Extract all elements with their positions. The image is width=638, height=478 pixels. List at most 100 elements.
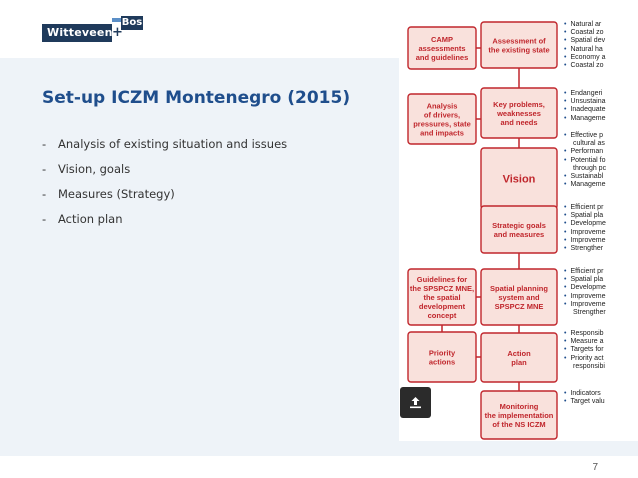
slide-title: Set-up ICZM Montenegro (2015) [42,88,351,108]
side-list-item: responsibi [573,362,605,370]
diagram-box-label: plan [511,358,527,367]
diagram-box-label: development [419,302,466,311]
diagram-box-label: and impacts [420,129,464,138]
side-list-item: Spatial pla [564,276,606,284]
page-number: 7 [592,462,598,473]
diagram-box-label: of the NS ICZM [492,420,545,429]
side-list-strategic: Efficient prSpatial plaDevelopmeImprovem… [564,204,606,253]
side-list-spatial: Efficient prSpatial plaDevelopmeImprovem… [564,268,606,317]
side-list-item: Strengther [573,309,606,317]
side-list-item: Efficient pr [564,268,606,276]
side-list-item: Inadequate [564,106,605,114]
side-list-item: Natural ar [564,21,605,29]
side-list-item: Unsustaina [564,98,606,106]
bullet-item: -Vision, goals [42,162,131,176]
process-step-box [480,390,558,440]
side-list-item: Responsib [564,330,605,338]
side-list-item: Target valu [564,398,604,406]
diagram-box-label: Strategic goals [492,221,546,230]
upload-icon [410,397,421,409]
diagram-box-label: SPSPCZ MNE [495,302,544,311]
diagram-box-label: concept [428,311,457,320]
input-box [407,268,477,326]
process-step-box [480,87,558,139]
side-list-item: Endangeri [564,90,606,98]
diagram-box-label: Spatial planning [490,284,548,293]
side-list-item: Improveme [564,229,606,237]
bullet-item: -Action plan [42,212,123,226]
diagram-box-label: Assessment of [492,37,546,46]
input-box [407,26,477,70]
side-list-item: Strengther [564,245,606,253]
side-list-item: Coastal zo [564,62,605,70]
process-step-box [480,205,558,254]
side-list-item: Performan [564,148,606,156]
process-step-box [480,268,558,326]
diagram-box-label: and measures [494,230,544,239]
logo-bos-text: Bos [121,16,143,30]
input-box [407,331,477,383]
side-list-item: through pc [573,164,607,172]
side-list-item: Developme [564,220,605,228]
diagram-box-label: and guidelines [416,53,469,62]
side-list-item: Indicators [564,390,605,398]
diagram-box-label: Monitoring [500,402,539,411]
logo-flag-shape [112,18,121,22]
bullet-item: -Analysis of existing situation and issu… [42,137,288,151]
side-list-item: Effective p [564,132,606,140]
side-list-problems: EndangeriUnsustainaInadequateManageme [564,90,606,123]
side-list-item: Developme [564,284,605,292]
diagram-box-label: Key problems, [493,100,545,109]
diagram-box-label: the existing state [488,46,549,55]
diagram-box-label: Action [507,349,531,358]
process-step-box [480,332,558,383]
side-list-item: Improveme [564,237,606,245]
side-list-item: Manageme [564,115,606,123]
diagram-box-label: Guidelines for [417,275,468,284]
side-list-item: Improveme [564,293,606,301]
diagram-box-label: the SPSPCZ MNE, [410,284,474,293]
side-list-item: Potential fo [564,157,606,165]
input-box [407,93,477,145]
side-list-monitoring: IndicatorsTarget valu [564,390,605,406]
logo-plus: + [112,25,123,40]
diagram-box-label: the implementation [485,411,554,420]
side-list-item: Economy a [564,54,605,62]
bullet-item: -Measures (Strategy) [42,187,175,201]
side-list-item: Improveme [564,301,606,309]
side-list-item: Measure a [564,338,605,346]
diagram-box-label: system and [498,293,540,302]
side-list-item: Natural ha [564,46,605,54]
side-list-item: Priority act [564,355,605,363]
diagram-box-label: Vision [503,174,536,186]
diagram-box-label: the spatial [423,293,460,302]
diagram-box-label: actions [429,358,455,367]
diagram-box-label: assessments [418,44,465,53]
side-list-assessment: Natural arCoastal zoSpatial devNatural h… [564,21,605,70]
logo-main-text: Witteveen [42,24,112,42]
diagram-box-label: weaknesses [496,109,541,118]
side-list-item: Spatial pla [564,212,606,220]
bullet-list: -Analysis of existing situation and issu… [42,136,287,236]
side-list-item: Sustainabl [564,173,606,181]
diagram-box-label: CAMP [431,35,453,44]
diagram-box-label: pressures, state [413,120,471,129]
diagram-box-label: and needs [500,118,537,127]
upload-button[interactable] [400,387,431,418]
diagram-box-label: Analysis [427,102,458,111]
side-list-item: Manageme [564,181,606,189]
diagram-box-label: Priority [429,349,456,358]
side-list-item: Efficient pr [564,204,606,212]
diagram-box-label: of drivers, [424,111,460,120]
company-logo: Witteveen + Bos [42,14,143,44]
side-list-item: Targets for [564,346,605,354]
side-list-item: Spatial dev [564,37,605,45]
side-list-item: Coastal zo [564,29,605,37]
process-step-box [480,21,558,69]
side-list-action: ResponsibMeasure aTargets forPriority ac… [564,330,605,371]
side-list-item: cultural as [573,140,605,148]
